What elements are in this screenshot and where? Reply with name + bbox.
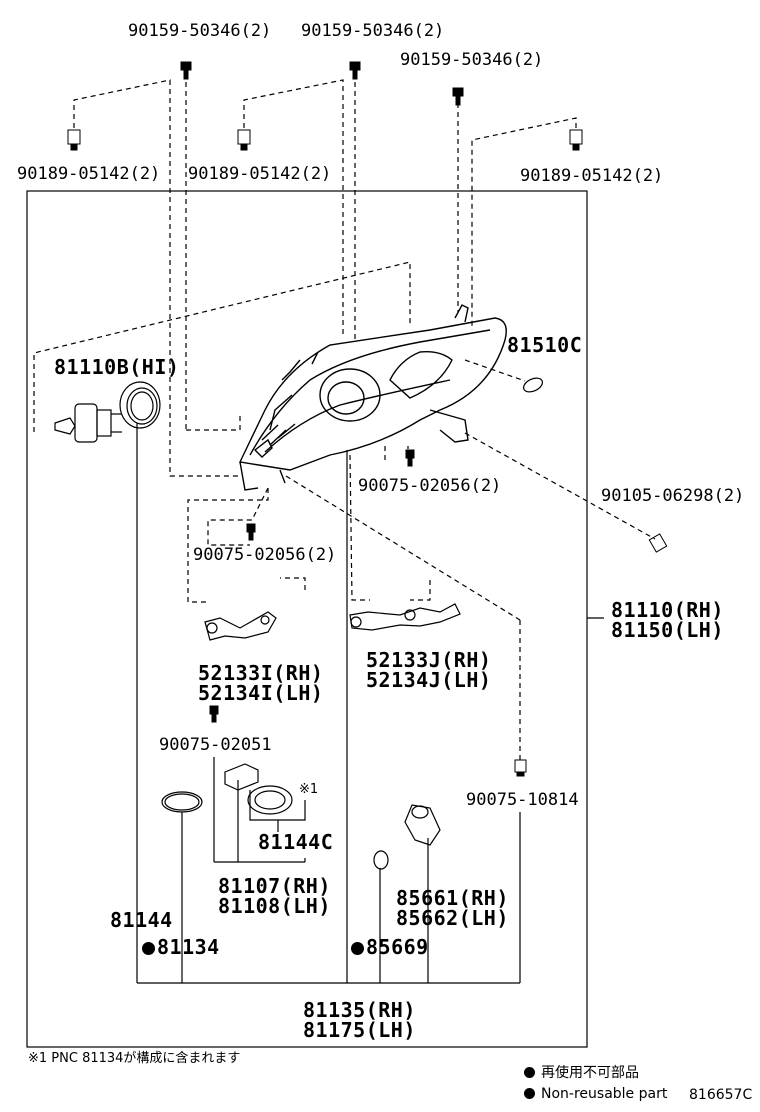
headlamp-housing — [238, 304, 507, 491]
label-85662: 85662(LH) — [396, 906, 509, 930]
label-90159-50346-a: 90159-50346(2) — [128, 21, 272, 41]
label-81150: 81150(LH) — [611, 618, 724, 642]
legend-dot-icon — [524, 1067, 535, 1078]
nut-2 — [237, 129, 251, 151]
label-85661: 85661(RH) — [396, 886, 509, 910]
label-81134-text: 81134 — [157, 935, 220, 959]
label-81107: 81107(RH) — [218, 874, 331, 898]
legend-en-text: Non-reusable part — [541, 1086, 668, 1102]
label-90075-02056-b: 90075-02056(2) — [193, 545, 337, 565]
label-85669-text: 85669 — [366, 935, 429, 959]
screw-4 — [405, 449, 415, 467]
label-52133I: 52133I(RH) — [198, 661, 324, 685]
o-ring-81144 — [161, 791, 203, 813]
label-90189-05142-b: 90189-05142(2) — [188, 164, 332, 184]
screw-3 — [452, 87, 464, 106]
label-90105-06298: 90105-06298(2) — [601, 486, 745, 506]
screw-1 — [180, 61, 192, 80]
label-81135: 81135(RH) — [303, 998, 416, 1022]
label-52134I: 52134I(LH) — [198, 681, 324, 705]
nut-3 — [569, 129, 583, 151]
illustration-id: 816657C — [689, 1087, 753, 1103]
legend-jp-text: 再使用不可部品 — [541, 1065, 639, 1081]
legend-dot-icon — [524, 1088, 535, 1099]
legend-en: Non-reusable part — [524, 1085, 667, 1103]
label-90075-10814: 90075-10814 — [466, 790, 579, 810]
bracket-52133I — [204, 611, 277, 641]
label-81510C: 81510C — [507, 333, 583, 357]
label-90159-50346-b: 90159-50346(2) — [301, 21, 445, 41]
label-90075-02056-a: 90075-02056(2) — [358, 476, 502, 496]
control-module — [224, 763, 259, 791]
label-85669: 85669 — [351, 937, 429, 958]
side-marker-bulb — [522, 377, 544, 393]
label-90189-05142-a: 90189-05142(2) — [17, 164, 161, 184]
label-52133J: 52133J(RH) — [366, 648, 492, 672]
footnote: ※1 PNC 81134が構成に含まれます — [28, 1051, 241, 1066]
label-81110: 81110(RH) — [611, 598, 724, 622]
label-52134J: 52134J(LH) — [366, 668, 492, 692]
label-90075-02051: 90075-02051 — [159, 735, 272, 755]
o-ring-85669 — [373, 850, 389, 870]
non-reusable-dot — [351, 942, 364, 955]
legend-jp: 再使用不可部品 — [524, 1064, 639, 1082]
label-81175: 81175(LH) — [303, 1018, 416, 1042]
bracket-52133J — [349, 603, 461, 631]
screw-7 — [514, 759, 527, 777]
label-81110B: 81110B(HI) — [54, 355, 180, 379]
label-81134: 81134 — [142, 937, 220, 958]
screw-6 — [209, 705, 219, 723]
bulb-cover — [119, 381, 161, 429]
label-note-1: ※1 — [299, 782, 319, 797]
fasteners — [67, 61, 668, 777]
dashed-leaders — [33, 79, 656, 760]
screw-2 — [349, 61, 361, 80]
hi-beam-bulb — [54, 403, 122, 443]
non-reusable-dot — [142, 942, 155, 955]
label-81108: 81108(LH) — [218, 894, 331, 918]
label-90189-05142-c: 90189-05142(2) — [520, 166, 664, 186]
screw-5 — [246, 523, 256, 541]
nut-1 — [67, 129, 81, 151]
bolt-90105 — [648, 533, 668, 553]
socket-81144C — [247, 785, 293, 815]
assembly-frame — [26, 190, 588, 1048]
label-81144: 81144 — [110, 908, 173, 932]
label-81144C: 81144C — [258, 830, 334, 854]
label-90159-50346-c: 90159-50346(2) — [400, 50, 544, 70]
leveling-motor — [404, 804, 441, 846]
